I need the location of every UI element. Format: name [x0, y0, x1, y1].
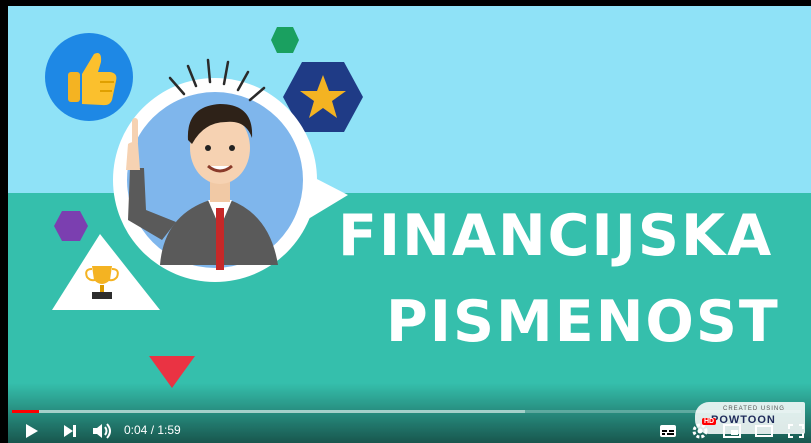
time-display: 0:04 / 1:59 — [124, 423, 181, 437]
subtitles-button[interactable] — [656, 420, 680, 442]
settings-icon — [692, 423, 708, 439]
thumbs-up-icon — [45, 33, 133, 121]
watermark-created-label: CREATED USING — [723, 406, 785, 412]
purple-hexagon-shape — [54, 211, 88, 241]
subtitles-icon — [660, 425, 676, 437]
video-title-line-1: FINANCIJSKA — [338, 203, 774, 269]
miniplayer-button[interactable] — [720, 420, 744, 442]
volume-icon — [93, 423, 111, 439]
miniplayer-icon — [723, 424, 741, 438]
trophy-icon — [52, 234, 160, 310]
play-icon — [26, 424, 38, 438]
theater-button[interactable] — [752, 420, 776, 442]
fullscreen-icon — [788, 424, 804, 438]
hd-badge: HD — [702, 418, 717, 425]
settings-button[interactable]: HD — [688, 418, 717, 442]
progress-buffered — [12, 410, 525, 413]
watermark-brand: POWTOON — [711, 414, 776, 426]
progress-played — [12, 410, 39, 413]
green-hexagon-shape — [271, 27, 299, 53]
theater-icon — [755, 425, 773, 437]
next-button[interactable] — [58, 420, 82, 442]
star-hexagon-icon — [283, 62, 363, 132]
character-speech-bubble — [113, 58, 348, 282]
player-controls: 0:04 / 1:59 HD — [0, 418, 811, 443]
video-title-line-2: PISMENOST — [386, 289, 780, 355]
play-button[interactable] — [20, 420, 44, 442]
volume-button[interactable] — [90, 420, 114, 442]
red-triangle-shape — [149, 356, 195, 388]
next-icon — [64, 425, 76, 437]
progress-bar[interactable] — [12, 410, 801, 413]
video-frame[interactable]: FINANCIJSKA PISMENOST — [8, 6, 811, 443]
fullscreen-button[interactable] — [784, 420, 808, 442]
